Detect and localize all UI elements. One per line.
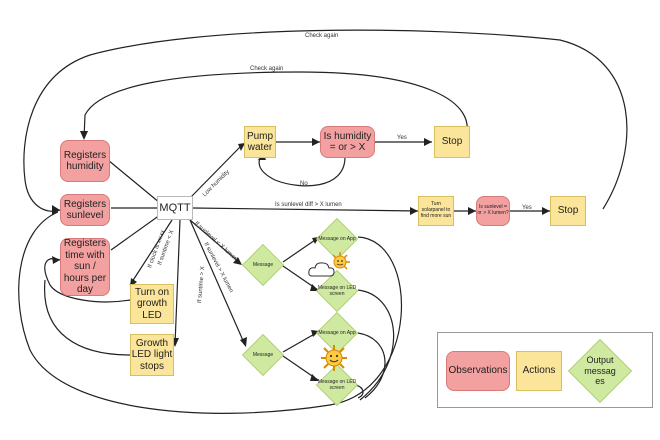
edge-no-loop — [258, 153, 346, 187]
node-mqtt: MQTT — [157, 196, 193, 220]
edge-mqtt-pump — [189, 146, 241, 199]
arrowhead — [424, 138, 432, 146]
edge-output-loop-1 — [18, 211, 403, 414]
arrowhead — [52, 205, 60, 215]
label-check-again-outer: Check again — [305, 33, 339, 39]
node-message-app-1-label: Message on App — [318, 236, 356, 242]
arrowhead — [312, 138, 320, 146]
node-message-led-1: Message on LED screen — [316, 270, 358, 312]
label-yes-2: Yes — [522, 205, 532, 211]
arrowhead — [238, 143, 245, 151]
label-yes-1: Yes — [397, 135, 407, 141]
node-message-app-2-label: Message on App — [318, 330, 356, 336]
edge-time-mqtt — [110, 214, 161, 251]
legend-observations: Observations — [446, 351, 510, 391]
label-sunlevel-diff: Is sunlevel diff > X lumen — [275, 202, 342, 208]
sun-icon — [321, 345, 347, 371]
node-pump-water: Pump water — [244, 126, 276, 158]
edge-ledstops-back — [44, 279, 131, 356]
edge-check-again-inner — [83, 71, 468, 141]
node-message-1: Message — [242, 244, 284, 286]
node-turn-solarpanel: Turn solarpanel to find more sun — [418, 196, 454, 226]
edge-mqtt-message2 — [189, 219, 246, 346]
edge-check-again-outer — [23, 29, 628, 212]
edge-growthled-back — [44, 258, 131, 303]
legend-actions: Actions — [516, 351, 562, 391]
edge-mqtt-growthled — [129, 219, 173, 286]
node-is-sunlevel: Is sunlevel = or > X lumen? — [476, 196, 510, 226]
edge-mqtt-message1 — [189, 219, 241, 264]
edge-output-loop-3 — [357, 332, 386, 399]
arrowhead — [468, 207, 476, 215]
arrowhead — [410, 207, 418, 215]
edge-output-loop-2 — [357, 289, 395, 401]
node-message-led-1-label: Message on LED screen — [317, 285, 357, 297]
arrowhead — [80, 131, 88, 140]
arrowhead — [233, 257, 242, 265]
edge-mqtt-ledstops — [174, 219, 181, 346]
label-check-again-inner: Check again — [250, 66, 284, 72]
node-stop-top: Stop — [434, 126, 470, 158]
edge-message1-app — [282, 237, 319, 263]
node-message-app-2: Message on App — [316, 312, 358, 354]
node-message-led-2-label: Message on LED screen — [317, 379, 357, 391]
node-message-2: Message — [242, 334, 284, 376]
edge-mqtt-solar — [192, 207, 419, 212]
edge-message2-app — [282, 331, 319, 353]
node-message-led-2: Message on LED screen — [316, 364, 358, 406]
label-no: No — [300, 181, 308, 187]
node-is-humidity: Is humidity = or > X — [320, 126, 375, 158]
node-turn-on-growth-led: Turn on growth LED — [130, 284, 174, 324]
node-registers-humidity: Registers humidity — [60, 140, 110, 182]
edge-humidity-mqtt — [107, 159, 161, 204]
legend: Observations Actions Output messag es — [437, 332, 653, 408]
node-message-2-label: Message — [252, 352, 274, 358]
node-registers-sunlevel: Registers sunlevel — [60, 194, 110, 226]
node-message-app-1: Message on App — [316, 218, 358, 260]
cloud-sun-icon — [308, 252, 350, 277]
node-registers-time: Registers time with sun / hours per day — [60, 238, 110, 296]
legend-output-messages: Output messag es — [568, 339, 632, 403]
node-message-1-label: Message — [252, 262, 274, 268]
arrowhead — [52, 256, 60, 264]
node-stop-mid: Stop — [550, 196, 586, 226]
arrowhead — [542, 207, 550, 215]
node-growth-led-stops: Growth LED light stops — [130, 334, 174, 376]
legend-output-messages-label: Output messag es — [584, 354, 616, 387]
